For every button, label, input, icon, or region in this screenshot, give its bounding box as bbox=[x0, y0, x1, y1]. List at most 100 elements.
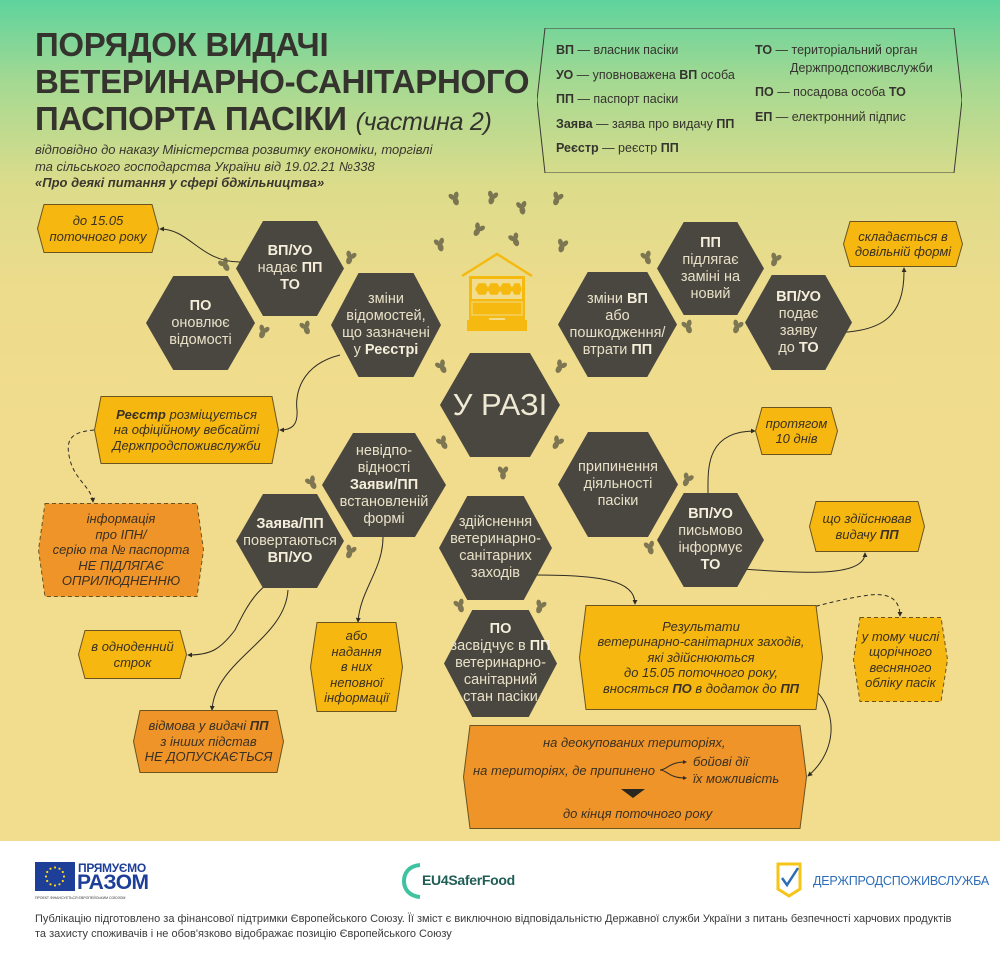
text-segment: ВП bbox=[627, 290, 648, 307]
disclaimer: Публікацію підготовлено за фінансової пі… bbox=[35, 912, 975, 942]
box-shape bbox=[558, 432, 678, 537]
text-segment: ПП bbox=[631, 341, 653, 358]
bee-icon bbox=[514, 199, 530, 217]
text-line: невідпо- bbox=[340, 443, 429, 460]
text-line: серію та № паспорта bbox=[53, 542, 190, 558]
subtitle-line: відповідно до наказу Міністерства розвит… bbox=[35, 142, 433, 157]
legend-desc: — заява про видачу bbox=[592, 116, 717, 131]
text-segment: розміщується bbox=[165, 406, 257, 422]
text-line: в одноденний bbox=[91, 639, 173, 655]
text-segment: зміни bbox=[368, 291, 404, 307]
text-segment: Реєстрі bbox=[364, 342, 419, 358]
text-line: до 15.05 поточного року, bbox=[597, 665, 804, 681]
ceased-line: на територіях, де припинено bbox=[473, 763, 656, 778]
text-line: діяльності bbox=[578, 476, 658, 493]
saferfood-ring-icon bbox=[402, 863, 421, 899]
bee-icon bbox=[728, 317, 746, 337]
connector-arrow-dashed bbox=[67, 429, 96, 503]
legend-term: Заява bbox=[556, 116, 593, 131]
text-line: поточного року bbox=[49, 229, 146, 245]
text-line: ТО bbox=[678, 557, 742, 574]
text-line: Заява/ПП bbox=[243, 516, 337, 533]
text-line: заходів bbox=[450, 565, 541, 582]
text-segment: невідпо- bbox=[355, 442, 413, 459]
legend-desc: — територіальний орган bbox=[772, 43, 918, 57]
text-segment: припинення bbox=[578, 459, 658, 475]
text-segment: складається в bbox=[858, 228, 948, 244]
eu-star-icon bbox=[49, 883, 52, 886]
bee-icon bbox=[302, 473, 322, 494]
legend-term: ТО bbox=[755, 43, 773, 57]
text-line: неповної bbox=[324, 675, 389, 691]
text-line: подає bbox=[776, 306, 821, 323]
bee-icon bbox=[254, 322, 272, 342]
text-line: пошкодження/ bbox=[570, 325, 666, 342]
title-suffix: (частина 2) bbox=[355, 108, 492, 136]
legend-desc: — посадова особа bbox=[773, 85, 889, 99]
text-segment: встановленій bbox=[339, 493, 429, 510]
text-line: інформує bbox=[678, 540, 742, 557]
box-shape bbox=[754, 407, 839, 455]
logo-tagline: ПРОЕКТ ФІНАНСУЄТЬСЯ ЄВРОПЕЙСЬКИМ СОЮЗОМ bbox=[35, 896, 126, 900]
text-segment: новий bbox=[690, 285, 731, 302]
subtitle: відповідно до наказу Міністерства розвит… bbox=[35, 142, 432, 192]
branch-possibility: їх можливість bbox=[693, 771, 780, 786]
legend-term: УО bbox=[556, 67, 574, 82]
text-line: які здійснюються bbox=[597, 650, 804, 666]
eu-star-icon bbox=[46, 879, 49, 883]
text-segment: втрати bbox=[582, 341, 632, 358]
text-segment: повертаються bbox=[243, 532, 337, 549]
text-line: пасіки bbox=[578, 493, 658, 510]
legend-item: ЕП — електронний підпис bbox=[755, 110, 906, 124]
text-segment: щорічного bbox=[868, 644, 933, 659]
text-segment: ТО bbox=[798, 339, 819, 356]
box-shape bbox=[440, 353, 560, 457]
box-shape bbox=[36, 204, 160, 253]
text-line: оновлює bbox=[169, 315, 232, 332]
text-line: до 15.05 bbox=[49, 213, 146, 229]
bee-icon bbox=[766, 250, 784, 270]
text-segment: до bbox=[778, 339, 799, 356]
text-line: санітарний bbox=[450, 672, 550, 689]
text-segment: ПО bbox=[672, 680, 692, 696]
text-segment: НЕ ДОПУСКАЄТЬСЯ bbox=[144, 749, 273, 765]
legend-desc: особа bbox=[697, 67, 735, 82]
text-line: ПО bbox=[169, 298, 232, 315]
text-segment: НЕ ПІДЛЯГАЄ bbox=[78, 557, 164, 573]
text-line: строк bbox=[91, 655, 173, 671]
text-segment: зміни bbox=[587, 290, 628, 307]
text-line: ОПРИЛЮДНЕННЮ bbox=[53, 573, 190, 589]
disclaimer-line: та захисту споживачів і не обов'язково в… bbox=[35, 928, 452, 940]
text-line: весняного bbox=[862, 660, 940, 676]
text-line: ПО bbox=[450, 621, 550, 638]
text-line: припинення bbox=[578, 459, 658, 476]
text-segment: ТО bbox=[700, 557, 721, 573]
text-segment: неповної bbox=[330, 674, 383, 690]
branch-arrows-icon bbox=[659, 760, 687, 780]
text-line: письмово bbox=[678, 523, 742, 540]
bee-icon bbox=[679, 317, 697, 337]
text-line: обліку пасік bbox=[862, 675, 940, 691]
text-line: відомостей, bbox=[342, 308, 430, 325]
text-line: ТО bbox=[258, 277, 323, 294]
text-segment: санітарних bbox=[459, 548, 532, 564]
deoccupied-line: на деокупованих територіях, bbox=[543, 735, 726, 750]
box-shape bbox=[852, 617, 949, 702]
connector-arrow bbox=[707, 428, 756, 494]
text-line: ПП bbox=[681, 235, 740, 252]
text-line: встановленій bbox=[340, 494, 429, 511]
legend-desc: — реєстр bbox=[598, 141, 661, 155]
text-line: Держпродспоживслужби bbox=[112, 438, 260, 454]
legend-term: ЕП bbox=[755, 109, 773, 124]
box-shape bbox=[657, 222, 764, 315]
